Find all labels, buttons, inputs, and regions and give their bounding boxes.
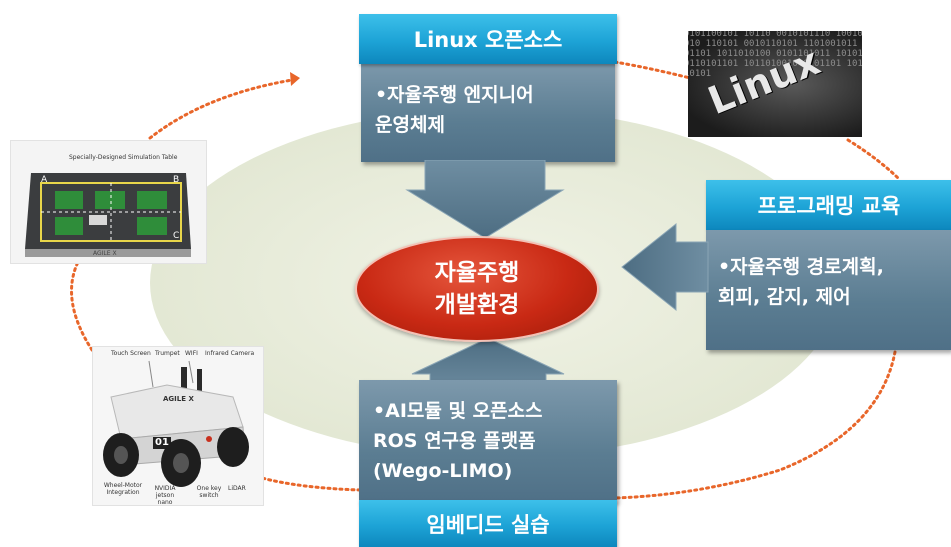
robot-label-wifi: WIFI — [185, 350, 198, 357]
robot-label-wheel-motor: Wheel-Motor Integration — [103, 482, 143, 496]
cycle-arc-topleft — [148, 78, 294, 140]
sim-mark-c: C — [173, 231, 180, 241]
simulation-table-image: Specially-Designed Simulation Table A B … — [10, 140, 207, 264]
robot-label-lidar: LiDAR — [228, 485, 246, 492]
sim-mark-a: A — [41, 175, 48, 185]
center-oval: 자율주행 개발환경 — [355, 236, 599, 342]
robot-brand: AGILE X — [163, 395, 194, 403]
cycle-arc-right-to-bottom — [613, 350, 897, 500]
top-body-text: •자율주행 엔지니어 운영체제 — [375, 84, 534, 136]
sim-mark-b: B — [173, 175, 180, 185]
robot-image: Touch Screen Trumpet WIFI Infrared Camer… — [92, 346, 264, 506]
robot-label-nvidia: NVIDIA jetson nano — [154, 485, 176, 506]
sim-table-brand: AGILE X — [93, 250, 117, 257]
cycle-arc-linux-to-right — [846, 138, 902, 182]
cycle-arrow-head — [290, 72, 300, 86]
bottom-header: 임베디드 실습 — [359, 500, 617, 547]
robot-drawing — [103, 360, 249, 487]
robot-label-touch-screen: Touch Screen — [111, 350, 151, 357]
robot-label-trumpet: Trumpet — [155, 350, 180, 357]
robot-label-switch: One key switch — [196, 485, 222, 499]
top-box-group: •자율주행 엔지니어 운영체제 — [359, 62, 617, 162]
left-arrow — [621, 222, 709, 312]
right-header: 프로그래밍 교육 — [706, 180, 951, 230]
sim-table-title: Specially-Designed Simulation Table — [69, 154, 178, 161]
sim-table-drawing — [25, 173, 191, 257]
robot-label-infrared: Infrared Camera — [205, 350, 255, 357]
bottom-body-box: •AI모듈 및 오픈소스 ROS 연구용 플랫폼 (Wego-LIMO) — [359, 380, 617, 502]
cycle-arc-top-to-linux — [613, 60, 692, 80]
right-body-box: •자율주행 경로계획, 회피, 감지, 제어 — [706, 230, 951, 350]
robot-number: 01 — [155, 437, 169, 448]
right-body-text: •자율주행 경로계획, 회피, 감지, 제어 — [718, 256, 884, 308]
top-header: Linux 오픈소스 — [359, 14, 617, 64]
bottom-body-text: •AI모듈 및 오픈소스 ROS 연구용 플랫폼 (Wego-LIMO) — [373, 400, 543, 482]
top-body-box: •자율주행 엔지니어 운영체제 — [361, 62, 615, 162]
cycle-arc-bottom-to-robot — [260, 476, 362, 492]
down-arrow — [405, 160, 565, 239]
cycle-arc-left — [70, 260, 94, 352]
